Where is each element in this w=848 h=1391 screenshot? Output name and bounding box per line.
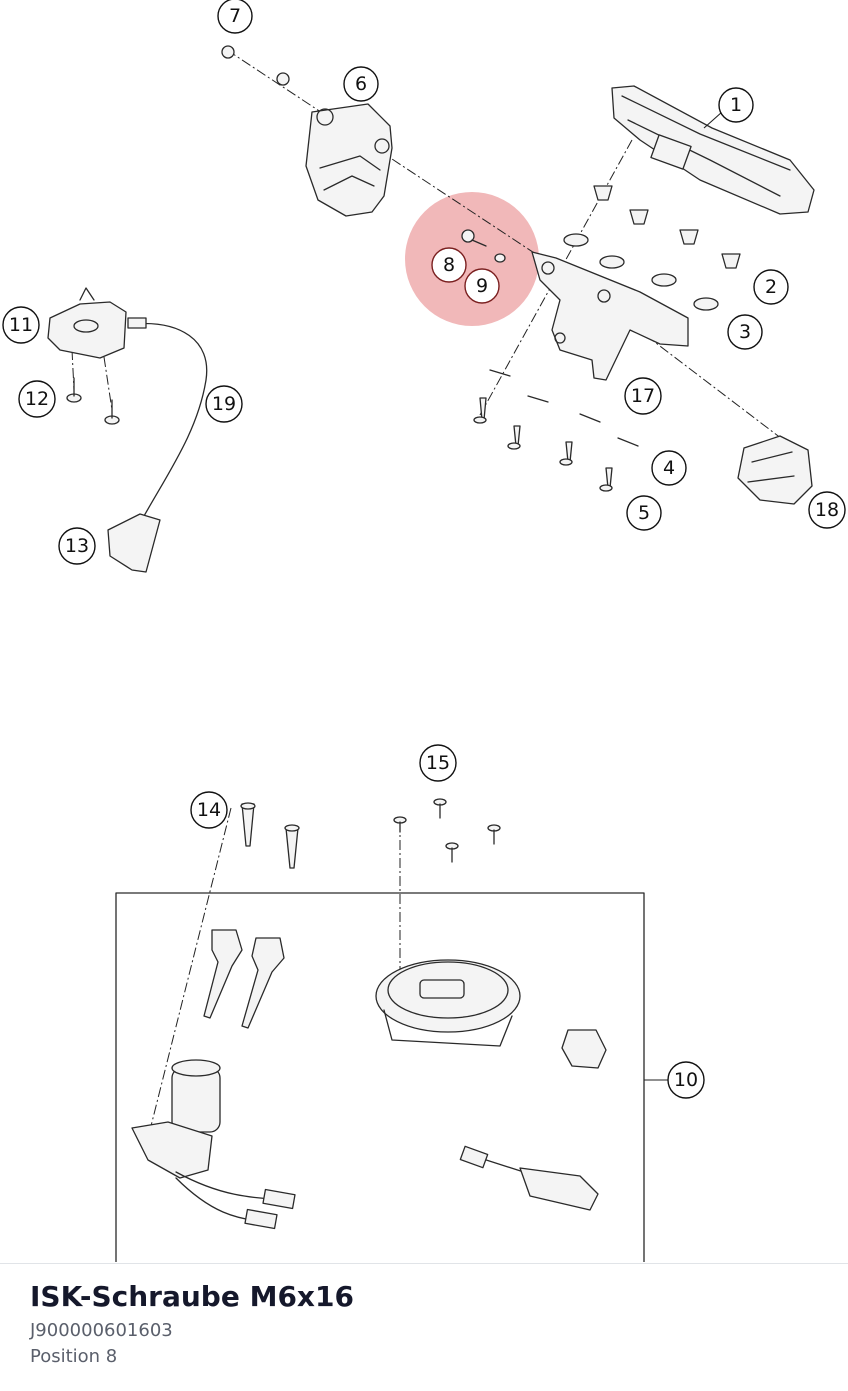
callout-19[interactable]: 19	[205, 385, 243, 423]
callout-14[interactable]: 14	[190, 791, 228, 829]
part-9-washer	[494, 253, 506, 263]
callout-9[interactable]: 9	[464, 268, 500, 304]
svg-text:15: 15	[426, 752, 450, 774]
callout-15[interactable]: 15	[419, 744, 457, 782]
part-5-bolts	[473, 397, 613, 492]
callout-10[interactable]: 10	[667, 1061, 705, 1099]
svg-text:1: 1	[730, 94, 742, 116]
svg-text:12: 12	[25, 388, 49, 410]
part-12-pins	[66, 377, 120, 425]
part-number: J900000601603	[30, 1320, 173, 1341]
svg-text:4: 4	[663, 457, 675, 479]
svg-text:17: 17	[631, 385, 655, 407]
callout-17[interactable]: 17	[624, 377, 662, 415]
svg-text:10: 10	[674, 1069, 698, 1091]
callout-8[interactable]: 8	[431, 247, 467, 283]
part-6-cover	[305, 103, 393, 217]
part-18-clamp	[737, 435, 813, 505]
part-1-display	[611, 85, 815, 215]
part-17-bracket	[531, 251, 689, 381]
callout-3[interactable]: 3	[727, 314, 763, 350]
exploded-parts-diagram: 1 2 3 4 5 6 7 8 9 10 11 12 13 14 15 17 1…	[2, 0, 846, 1262]
svg-text:11: 11	[9, 314, 33, 336]
callout-11[interactable]: 11	[2, 306, 40, 344]
svg-text:18: 18	[815, 499, 839, 521]
part-10-lock-set	[115, 892, 668, 1262]
selected-part-highlight	[405, 192, 539, 326]
part-title: ISK-Schraube M6x16	[30, 1280, 354, 1313]
callout-leaders	[703, 111, 723, 129]
part-4-pins	[489, 369, 639, 447]
part-19-cable	[127, 317, 208, 517]
part-position: Position 8	[30, 1346, 118, 1367]
part-14-screws	[240, 802, 300, 869]
callout-13[interactable]: 13	[58, 527, 96, 565]
part-3-bushings	[563, 233, 719, 311]
svg-text:7: 7	[229, 5, 241, 27]
part-15-screws	[393, 798, 501, 863]
callout-18[interactable]: 18	[808, 491, 846, 529]
callout-2[interactable]: 2	[753, 269, 789, 305]
part-13-bracket	[107, 513, 161, 573]
part-info-panel: ISK-Schraube M6x16 J900000601603 Positio…	[0, 1263, 848, 1391]
part-2-grommets	[593, 185, 741, 269]
svg-text:8: 8	[443, 254, 455, 276]
callout-6[interactable]: 6	[343, 66, 379, 102]
svg-text:14: 14	[197, 799, 221, 821]
svg-text:5: 5	[638, 502, 650, 524]
svg-text:3: 3	[739, 321, 751, 343]
callout-4[interactable]: 4	[651, 450, 687, 486]
svg-text:6: 6	[355, 73, 367, 95]
part-11-lock-plate	[47, 287, 127, 359]
callout-5[interactable]: 5	[626, 495, 662, 531]
part-7-screws	[221, 45, 290, 86]
svg-text:19: 19	[212, 393, 236, 415]
svg-text:13: 13	[65, 535, 89, 557]
callout-7[interactable]: 7	[217, 0, 253, 34]
callout-12[interactable]: 12	[18, 380, 56, 418]
svg-text:9: 9	[476, 275, 488, 297]
svg-text:2: 2	[765, 276, 777, 298]
part-8-screw	[461, 229, 487, 247]
callout-1[interactable]: 1	[718, 87, 754, 123]
